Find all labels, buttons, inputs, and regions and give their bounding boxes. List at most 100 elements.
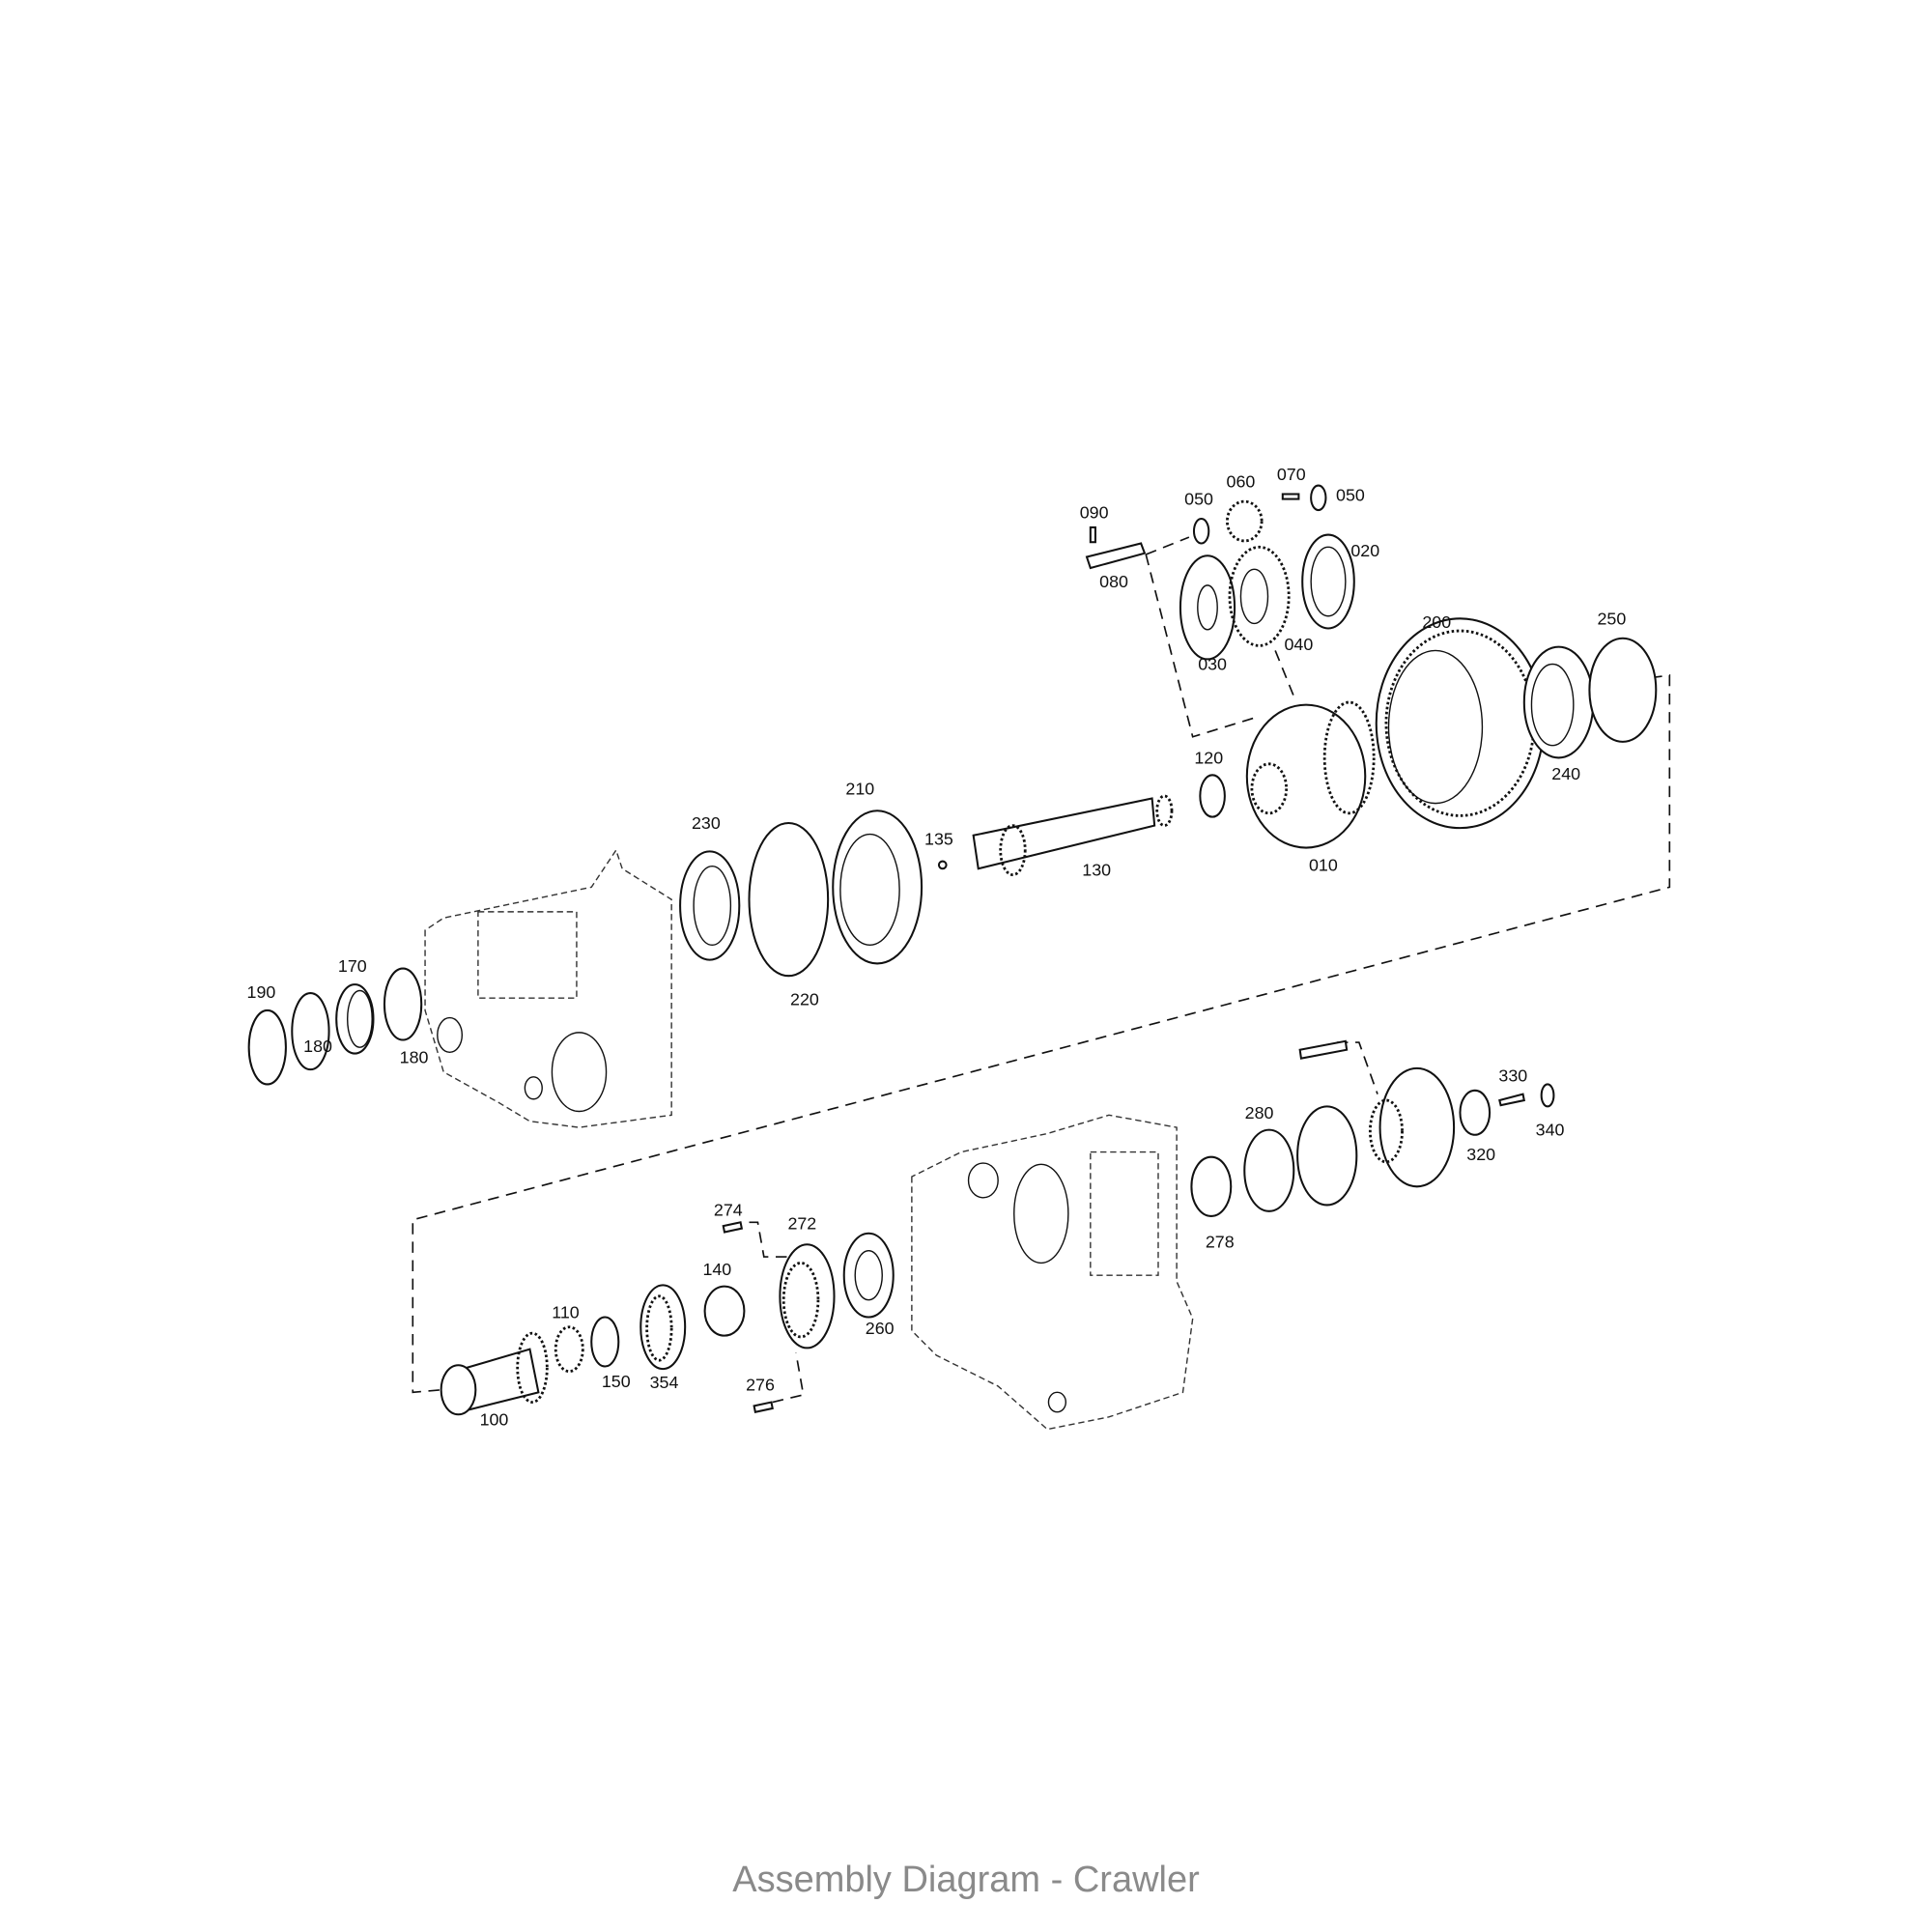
part-label-340: 340 <box>1536 1121 1565 1140</box>
pin-070 <box>1281 493 1300 500</box>
part-label-120: 120 <box>1194 748 1223 767</box>
leader-main-axis <box>412 674 1671 1394</box>
part-label-280: 280 <box>1245 1103 1274 1122</box>
parts-lower-left <box>440 1221 895 1416</box>
ring-120 <box>1199 774 1226 818</box>
housing-left-box <box>477 911 578 999</box>
washer-050-right <box>1310 484 1327 512</box>
leader-274 <box>749 1221 789 1258</box>
bearing-cup-170-inner <box>346 989 373 1048</box>
pin-274 <box>722 1221 744 1234</box>
parts-upper <box>679 484 1658 978</box>
diagram-caption: Assembly Diagram - Crawler <box>732 1860 1200 1900</box>
part-label-180: 180 <box>400 1047 429 1066</box>
part-label-135: 135 <box>924 830 953 849</box>
housing-left <box>424 848 672 1128</box>
snap-ring-250 <box>1588 637 1658 743</box>
screw-330 <box>1498 1093 1526 1107</box>
needle-bearing-110 <box>554 1325 584 1374</box>
bearing-240 <box>1522 645 1595 759</box>
part-label-272: 272 <box>787 1214 816 1234</box>
ring-280 <box>1243 1128 1295 1212</box>
part-label-220: 220 <box>790 989 819 1009</box>
output-shaft-130-end-spline <box>1155 794 1174 827</box>
ring-gear-200 <box>1375 617 1546 830</box>
part-label-260: 260 <box>866 1319 895 1338</box>
part-label-050: 050 <box>1184 490 1213 509</box>
seal-210-inner <box>839 833 900 947</box>
gear-shaft-100-teeth <box>516 1331 549 1404</box>
parts-left <box>247 967 423 1086</box>
part-label-020: 020 <box>1350 541 1379 560</box>
bearing-230-inner <box>693 865 732 947</box>
part-label-170: 170 <box>338 956 367 976</box>
part-label-230: 230 <box>692 813 721 833</box>
flange-hub <box>1378 1066 1456 1188</box>
parts-lower-right <box>1190 1039 1555 1217</box>
part-label-030: 030 <box>1198 654 1227 673</box>
bearing-260 <box>842 1232 895 1319</box>
planet-carrier-010 <box>1245 703 1367 849</box>
part-label-050: 050 <box>1336 486 1365 505</box>
sliding-sleeve-354-teeth <box>645 1294 673 1362</box>
part-label-354: 354 <box>650 1373 679 1392</box>
part-label-240: 240 <box>1551 764 1580 783</box>
part-label-090: 090 <box>1080 503 1109 523</box>
part-label-130: 130 <box>1082 861 1111 880</box>
housing-right-port <box>967 1162 999 1199</box>
sleeve-140 <box>703 1285 746 1337</box>
bearing-230 <box>679 850 741 961</box>
synchronizer-272-ring <box>781 1261 820 1339</box>
housing-left-bore <box>551 1032 608 1113</box>
bearing-cup-170 <box>335 983 375 1055</box>
flange-hub-spline <box>1368 1098 1404 1164</box>
pin-080 <box>1085 542 1147 570</box>
part-label-320: 320 <box>1466 1145 1495 1164</box>
part-label-210: 210 <box>845 779 874 798</box>
housing-left-outline <box>424 848 672 1128</box>
planet-carrier-010-teeth <box>1322 700 1376 815</box>
part-label-070: 070 <box>1277 465 1306 484</box>
washer-050-left <box>1192 517 1210 545</box>
ring-150 <box>590 1316 620 1368</box>
gear-shaft-100-end <box>440 1364 477 1416</box>
thrust-ring-278 <box>1190 1155 1233 1217</box>
snap-ring-220 <box>748 822 830 978</box>
part-label-150: 150 <box>602 1372 631 1391</box>
planet-gear-040-bore <box>1239 568 1269 625</box>
housing-right-bore <box>1013 1163 1069 1264</box>
pin-090 <box>1089 526 1096 544</box>
part-label-274: 274 <box>714 1201 743 1220</box>
thrust-washer-020 <box>1301 533 1355 630</box>
screw-276 <box>753 1401 774 1413</box>
leader-pin-080 <box>1145 536 1258 738</box>
snap-ring-190 <box>247 1009 287 1086</box>
part-label-200: 200 <box>1422 612 1451 632</box>
part-label-140: 140 <box>702 1260 731 1279</box>
part-label-276: 276 <box>746 1376 775 1395</box>
part-label-080: 080 <box>1099 572 1128 591</box>
output-shaft-130-spline <box>999 824 1027 877</box>
synchronizer-272 <box>779 1243 836 1350</box>
seal-210 <box>832 810 923 965</box>
part-label-278: 278 <box>1206 1233 1235 1252</box>
ball-135 <box>937 860 948 870</box>
part-label-040: 040 <box>1284 635 1313 654</box>
lock-plate-340 <box>1540 1083 1555 1108</box>
part-label-330: 330 <box>1498 1066 1527 1086</box>
housing-right <box>911 1114 1194 1431</box>
thrust-washer-030-hole <box>1197 584 1218 631</box>
part-label-110: 110 <box>552 1302 580 1321</box>
shim-180-right <box>383 967 423 1041</box>
seal-ring <box>1296 1105 1358 1207</box>
part-label-180: 180 <box>303 1037 332 1056</box>
sliding-sleeve-354 <box>639 1284 687 1371</box>
housing-right-plug <box>1047 1391 1067 1413</box>
leader-276 <box>772 1352 805 1404</box>
output-shaft-130 <box>972 797 1156 870</box>
carrier-hub-spline <box>1250 762 1289 815</box>
housing-left-plug <box>524 1076 543 1100</box>
cover-320 <box>1459 1089 1492 1136</box>
